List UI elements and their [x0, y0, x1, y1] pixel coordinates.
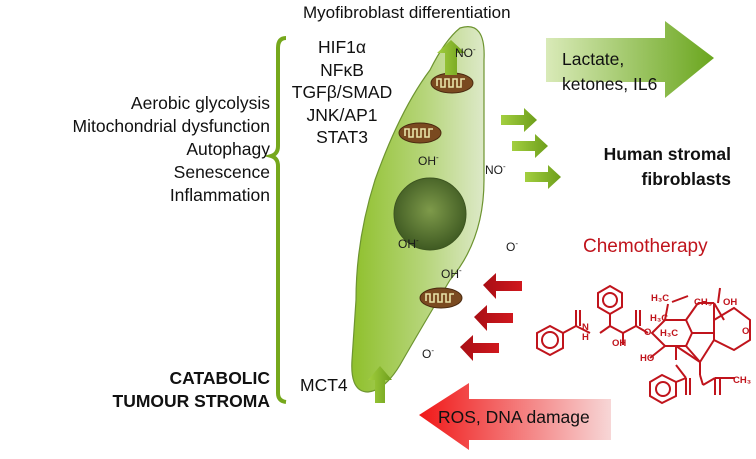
left-red-arrow-icon — [483, 273, 522, 299]
stroma-label-line: TUMOUR STROMA — [112, 391, 270, 411]
ion-label: OH- — [398, 236, 419, 251]
pathway-item: JNK/AP1 — [306, 104, 378, 125]
pathway-item: STAT3 — [316, 127, 368, 147]
cell-label-line: Human stromal — [603, 144, 731, 164]
curly-bracket — [263, 36, 287, 404]
right-arrow-icon — [512, 134, 548, 158]
ion-label: O- — [422, 346, 435, 361]
process-item: Mitochondrial dysfunction — [72, 116, 270, 136]
ion-label: NO- — [455, 45, 476, 60]
cell-type-label: Human stromal fibroblasts — [555, 142, 731, 192]
mitochondrion — [419, 287, 463, 309]
output-label-line: Lactate, — [562, 49, 625, 69]
svg-text:H₃C: H₃C — [660, 328, 678, 339]
ion-label: OH- — [418, 153, 439, 168]
process-item: Autophagy — [186, 139, 270, 159]
process-item: Inflammation — [169, 185, 270, 205]
ion-label: NO- — [485, 162, 506, 177]
pathway-list: HIF1α NFκB TGFβ/SMAD JNK/AP1 STAT3 — [286, 36, 398, 149]
svg-text:HO: HO — [640, 353, 654, 364]
up-arrow-icon — [368, 366, 392, 403]
svg-text:N: N — [582, 322, 589, 333]
input-arrow-label: ROS, DNA damage — [438, 407, 590, 427]
up-arrow-icon — [437, 40, 465, 75]
left-red-arrow-icon — [474, 305, 513, 331]
mct4-label: MCT4 — [300, 375, 348, 395]
pathway-item: TGFβ/SMAD — [291, 82, 393, 102]
svg-text:CH₃: CH₃ — [733, 375, 751, 386]
svg-text:H₃C: H₃C — [651, 293, 669, 304]
svg-text:OH: OH — [612, 338, 626, 349]
ion-label: OH- — [441, 266, 462, 281]
stroma-label-line: CATABOLIC — [169, 368, 270, 388]
cell-label-line: fibroblasts — [641, 169, 731, 189]
svg-text:CH₃: CH₃ — [694, 297, 712, 308]
right-arrow-icon — [525, 165, 561, 189]
input-arrow — [419, 383, 611, 450]
svg-text:H: H — [582, 332, 589, 343]
output-arrow — [546, 21, 714, 98]
right-arrow-icon — [501, 108, 537, 132]
svg-text:H₃C: H₃C — [650, 313, 668, 324]
svg-text:O: O — [742, 326, 749, 337]
output-arrow-label: Lactate, ketones, IL6 — [562, 47, 657, 97]
header-title: Myofibroblast differentiation — [303, 3, 511, 22]
left-red-arrow-icon — [460, 335, 499, 361]
chem-atom-labels: N H OH O H₃C H₃C CH₃ OH H₃C HO CH₃ O — [582, 293, 751, 386]
svg-text:O: O — [644, 327, 651, 338]
nucleus — [393, 177, 467, 251]
pathway-item: HIF1α — [317, 37, 367, 57]
process-item: Senescence — [173, 162, 270, 182]
ion-label: O- — [506, 239, 519, 254]
chemotherapy-label: Chemotherapy — [583, 236, 708, 257]
pathway-item: NFκB — [320, 59, 364, 80]
output-label-line: ketones, IL6 — [562, 74, 658, 94]
stroma-label: CATABOLIC TUMOUR STROMA — [113, 367, 270, 413]
process-list: Aerobic glycolysis Mitochondrial dysfunc… — [73, 92, 270, 207]
process-item: Aerobic glycolysis — [130, 93, 270, 113]
mitochondrion — [398, 122, 442, 144]
svg-text:OH: OH — [723, 297, 737, 308]
paclitaxel-structure — [536, 284, 751, 405]
mitochondrion — [430, 72, 474, 94]
